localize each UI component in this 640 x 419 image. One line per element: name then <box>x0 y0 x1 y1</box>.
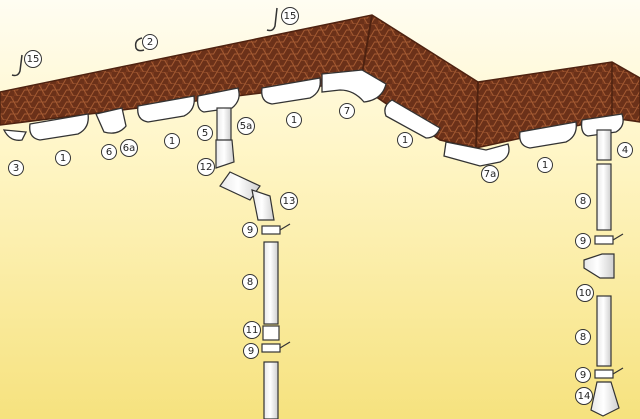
callout-number-1: 1 <box>169 136 175 147</box>
gutter-corner-inner <box>443 141 510 167</box>
pipe-elbow-lower <box>251 189 275 221</box>
callout-circle <box>481 165 499 183</box>
gutter-end-cap <box>2 129 28 141</box>
callout-number-11: 11 <box>246 325 259 336</box>
callout-number-1: 1 <box>291 115 297 126</box>
gutters <box>2 69 624 167</box>
pipe-tee-inlet <box>583 253 615 279</box>
callout-circle <box>24 50 42 68</box>
callout-number-5a: 5a <box>240 121 253 132</box>
callout-circle <box>575 387 593 405</box>
callout-circle <box>142 34 158 50</box>
pipe-offset <box>219 171 261 201</box>
callout-number-12: 12 <box>200 162 213 173</box>
pipe-segment <box>596 295 612 367</box>
gutter-segment <box>137 95 195 123</box>
callout-circle <box>8 160 24 176</box>
roof-valley <box>475 81 479 149</box>
pipe-segment <box>263 361 279 419</box>
hook-icon <box>134 37 145 52</box>
callout-number-9: 9 <box>247 225 253 236</box>
callout-number-15: 15 <box>27 54 40 65</box>
callout-circle <box>164 133 180 149</box>
pipe-elbow-upper <box>215 139 235 169</box>
gutter-outlet <box>196 87 240 113</box>
callout-circle <box>280 192 298 210</box>
callout-circle <box>575 233 591 249</box>
callout-circle <box>576 284 594 302</box>
hook-icon <box>11 54 23 77</box>
callout-number-6: 6 <box>106 147 112 158</box>
pipe-outlet-stub <box>596 129 612 161</box>
callout-circle <box>339 103 355 119</box>
callout-circle <box>281 7 299 25</box>
callout-number-6a: 6a <box>123 143 136 154</box>
callout-number-15: 15 <box>284 11 297 22</box>
callout-circle <box>120 139 138 157</box>
clamp-bolts <box>279 223 624 375</box>
callout-circle <box>237 117 255 135</box>
callout-circle <box>617 142 633 158</box>
clamp-bolt-icon <box>279 223 291 231</box>
gutter-outlet <box>580 113 624 137</box>
callout-circle <box>242 274 258 290</box>
callout-circle <box>575 329 591 345</box>
callout-number-1: 1 <box>60 153 66 164</box>
gutter-segment <box>261 77 321 105</box>
pipe-clamp <box>594 369 614 379</box>
clamp-bolt-icon <box>612 233 624 241</box>
callout-circle <box>243 343 259 359</box>
pipe-drain-outlet <box>590 381 620 417</box>
callout-number-7a: 7a <box>484 169 497 180</box>
gutter-segment <box>519 121 577 149</box>
callout-number-13: 13 <box>283 196 296 207</box>
callout-circle <box>575 193 591 209</box>
callout-number-14: 14 <box>578 391 591 402</box>
callout-circle <box>101 144 117 160</box>
gutter-bracket <box>95 107 127 134</box>
callout-number-10: 10 <box>579 288 592 299</box>
callout-circle <box>197 125 213 141</box>
callout-circle <box>397 132 413 148</box>
hooks <box>11 7 278 77</box>
callout-number-8: 8 <box>580 196 586 207</box>
pipe-clamp <box>261 343 281 353</box>
pipe-segment <box>263 241 279 325</box>
callout-number-5: 5 <box>202 128 208 139</box>
pipe-clamp <box>594 235 614 245</box>
clamp-bolt-icon <box>279 341 291 349</box>
gutter-segment <box>29 113 89 141</box>
pipe-clamp <box>261 225 281 235</box>
gutter-segment <box>384 99 441 139</box>
callout-number-7: 7 <box>344 106 350 117</box>
callout-number-9: 9 <box>580 370 586 381</box>
callout-number-1: 1 <box>402 135 408 146</box>
callout-number-4: 4 <box>622 145 628 156</box>
callout-number-8: 8 <box>247 277 253 288</box>
callout-number-8: 8 <box>580 332 586 343</box>
hook-icon <box>266 7 278 32</box>
callout-number-2: 2 <box>147 37 153 48</box>
callout-circle <box>197 158 215 176</box>
downpipe-right <box>583 129 620 417</box>
callout-circle <box>575 367 591 383</box>
callout-circle <box>537 157 553 173</box>
callout-number-9: 9 <box>580 236 586 247</box>
callout-circle <box>286 112 302 128</box>
callout-circle <box>55 150 71 166</box>
callout-number-9: 9 <box>248 346 254 357</box>
clamp-bolt-icon <box>612 367 624 375</box>
downpipe-left <box>215 107 281 419</box>
callout-number-3: 3 <box>13 163 19 174</box>
callout-circle <box>242 222 258 238</box>
callout-circle <box>243 321 261 339</box>
pipe-outlet-stub <box>216 107 232 143</box>
gutter-corner <box>321 69 387 103</box>
pipe-connector <box>262 325 280 341</box>
pipe-segment <box>596 163 612 231</box>
callout-number-1: 1 <box>542 160 548 171</box>
